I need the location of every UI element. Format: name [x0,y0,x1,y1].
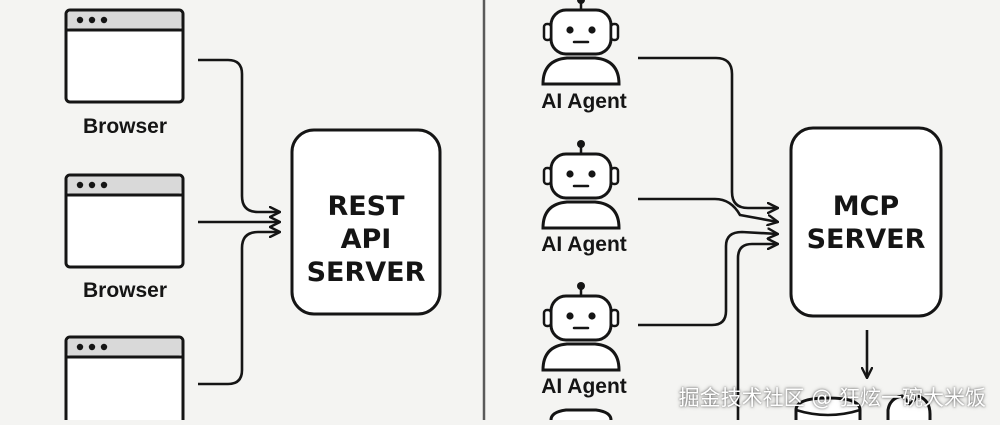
server-label-line: REST [327,191,405,222]
rest-api-server-label: REST API SERVER [292,190,440,289]
agent-label: AI Agent [541,233,627,256]
database-icon [794,396,862,420]
agent-label: AI Agent [541,90,627,113]
browser-label: Browser [82,115,168,138]
server-label-line: MCP [832,191,900,222]
connector-arrow [198,232,280,386]
robot-agent-icon [549,408,613,421]
watermark: 掘金技术社区 @ 狂炫一碗大米饭 [678,386,986,410]
connector-arrow [638,232,778,327]
browser-window-icon [64,335,185,425]
server-label-line: API [340,224,392,255]
robot-agent-icon [541,0,621,86]
mcp-server-box [789,126,943,318]
robot-agent-icon [541,140,621,230]
connector-arrow [638,56,778,208]
robot-agent-icon [541,282,621,372]
connector-arrow [638,197,778,222]
browser-window-icon [64,173,185,269]
agent-label: AI Agent [541,375,627,398]
server-label-line: SERVER [306,257,426,288]
browser-label: Browser [82,279,168,302]
tool-icon [886,394,932,420]
mcp-server-label: MCP SERVER [791,190,941,256]
browser-window-icon [64,8,185,104]
connector-arrow [198,58,280,212]
connector-arrow [736,244,778,420]
server-label-line: SERVER [806,224,926,255]
rest-api-server-box [290,128,442,316]
